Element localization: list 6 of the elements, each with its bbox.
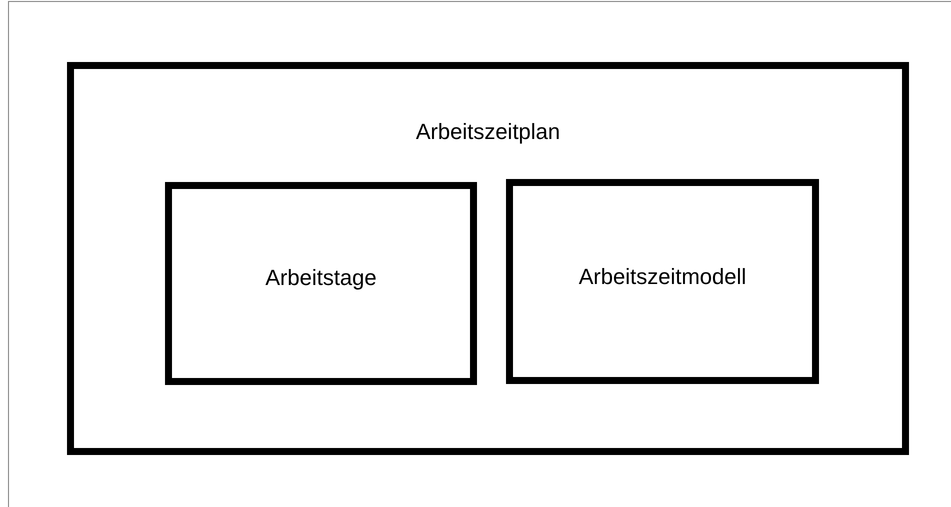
box-label: Arbeitstage <box>264 265 378 291</box>
box-label: Arbeitszeitplan <box>414 119 562 145</box>
box-label: Arbeitszeitmodell <box>578 264 748 290</box>
component-box <box>165 182 477 385</box>
component-box <box>506 179 819 384</box>
container-box <box>67 62 909 455</box>
